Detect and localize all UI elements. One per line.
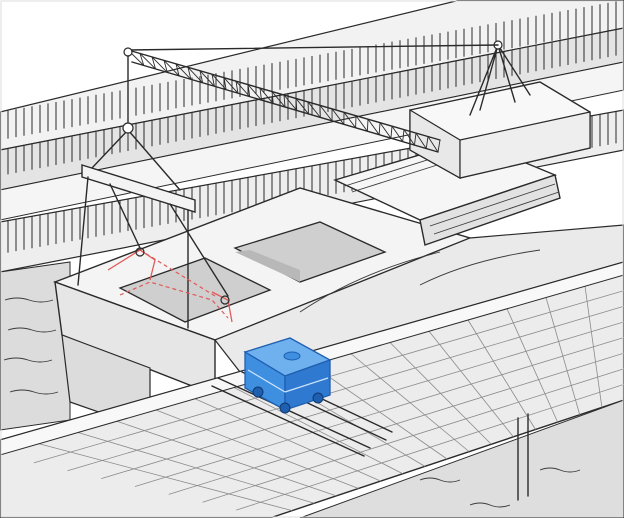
distant-bridge <box>0 0 624 221</box>
distant-railing <box>0 0 624 140</box>
placement-outline <box>107 247 233 323</box>
rail-cart-icon <box>243 337 332 414</box>
lifting-beam-icon <box>77 164 229 329</box>
cable-hoist-icon <box>91 55 181 191</box>
water-right <box>299 399 624 518</box>
deck-openings <box>118 221 387 323</box>
crawler-crane-icon <box>123 40 591 246</box>
